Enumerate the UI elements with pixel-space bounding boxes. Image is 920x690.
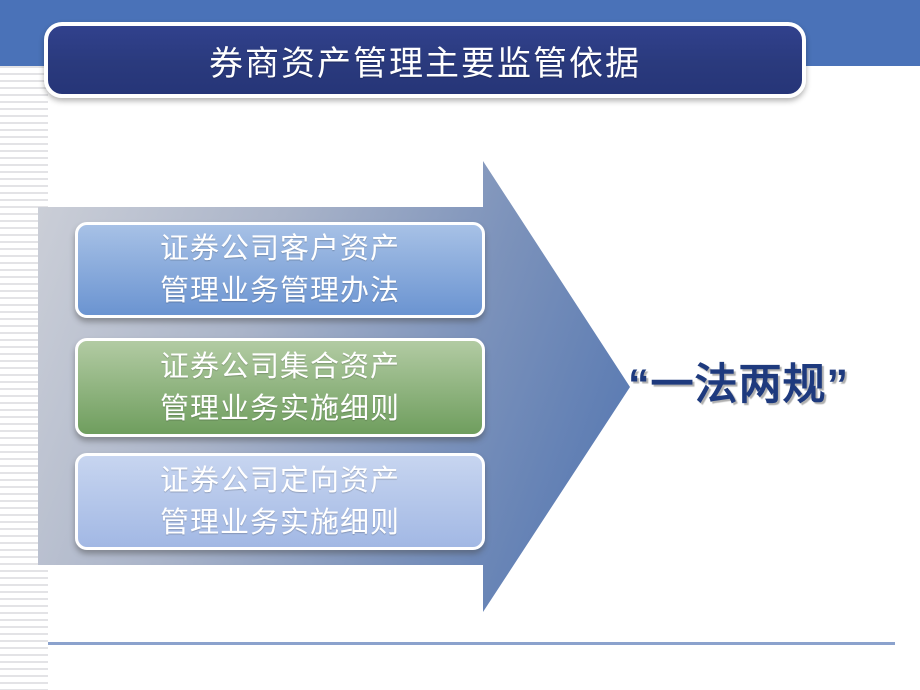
slogan-text: “一法两规” bbox=[628, 361, 849, 409]
slide-title-bar: 券商资产管理主要监管依据 bbox=[44, 22, 806, 98]
regulation-box-text-line: 管理业务管理办法 bbox=[159, 275, 400, 307]
regulation-box-text-line: 证券公司客户资产 bbox=[159, 233, 400, 265]
regulation-box-customer-asset-management: 证券公司客户资产 管理业务管理办法 bbox=[75, 222, 485, 318]
regulation-box-text-line: 证券公司定向资产 bbox=[159, 464, 400, 497]
page-title: 券商资产管理主要监管依据 bbox=[209, 44, 641, 83]
regulation-box-collective-asset-management: 证券公司集合资产 管理业务实施细则 bbox=[75, 338, 485, 437]
bottom-divider-line bbox=[48, 642, 895, 645]
regulation-box-directed-asset-management: 证券公司定向资产 管理业务实施细则 bbox=[75, 453, 485, 550]
regulation-box-text-line: 证券公司集合资产 bbox=[159, 350, 400, 383]
regulation-box-text-line: 管理业务实施细则 bbox=[159, 392, 400, 425]
regulation-box-text-line: 管理业务实施细则 bbox=[159, 506, 400, 539]
